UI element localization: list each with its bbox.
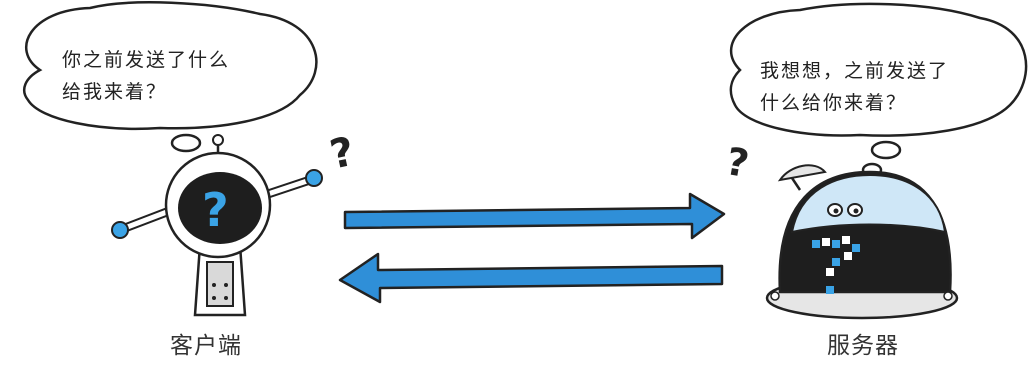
question-mark-icon: ? xyxy=(326,129,358,179)
client-robot: ? xyxy=(112,135,322,315)
server-speech-line-2: 什么给你来着？ xyxy=(760,87,949,119)
svg-text:?: ? xyxy=(202,183,229,237)
client-speech-line-1: 你之前发送了什么 xyxy=(62,44,230,76)
server-label: 服务器 xyxy=(827,326,899,360)
question-mark-icon: ? xyxy=(723,139,752,186)
server-robot xyxy=(767,165,957,318)
svg-text:?: ? xyxy=(326,129,358,179)
server-speech-text: 我想想，之前发送了 什么给你来着？ xyxy=(760,55,949,119)
request-arrow xyxy=(345,194,724,238)
client-speech-line-2: 给我来着？ xyxy=(62,76,230,108)
client-speech-text: 你之前发送了什么 给我来着？ xyxy=(62,44,230,108)
server-speech-line-1: 我想想，之前发送了 xyxy=(760,55,949,87)
response-arrow xyxy=(340,254,722,302)
svg-text:?: ? xyxy=(723,139,752,186)
client-label: 客户端 xyxy=(170,326,242,360)
